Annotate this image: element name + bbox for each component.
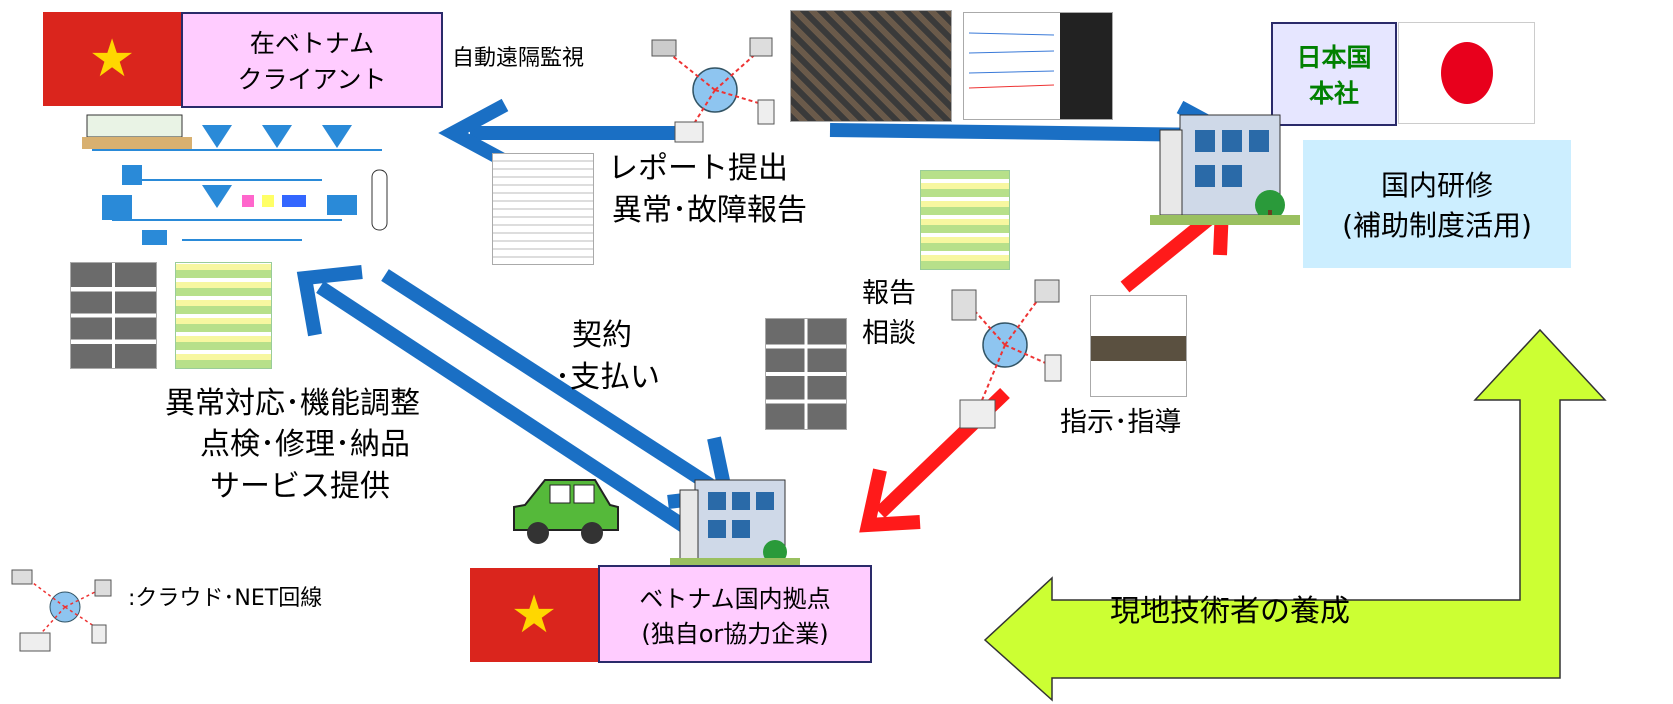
- star-icon: ★: [88, 29, 136, 89]
- label-remote-monitoring: 自動遠隔監視: [452, 46, 585, 71]
- jp-hq-box: 日本国 本社: [1271, 22, 1397, 126]
- arrow-local-training: [983, 328, 1607, 702]
- vn-base-line2: (独自or協力企業): [641, 620, 829, 648]
- report-document: [492, 153, 594, 265]
- plant-flow-diagram: [82, 110, 402, 260]
- sun-disc: [1440, 42, 1493, 104]
- star-icon: ★: [510, 585, 558, 645]
- vn-base-box: ベトナム国内拠点 (独自or協力企業): [598, 565, 872, 663]
- label-payment: ･支払い: [555, 360, 660, 395]
- building-icon: [670, 479, 800, 568]
- vn-client-line1: 在ベトナム: [249, 29, 375, 58]
- vietnam-flag: ★: [43, 12, 181, 106]
- label-service1: 異常対応･機能調整: [165, 386, 420, 421]
- training-box: 国内研修 (補助制度活用): [1303, 140, 1571, 268]
- report-document: [920, 170, 1010, 270]
- legend-label: :クラウド･NET回線: [128, 586, 323, 611]
- network-cloud-icon: [951, 279, 1062, 429]
- arrow-remote-to-client: [438, 98, 690, 168]
- vn-client-box: 在ベトナム クライアント: [181, 12, 443, 108]
- vn-client-line2: クライアント: [237, 65, 387, 94]
- photo-thumbnail: [70, 262, 157, 369]
- report-document: [175, 262, 272, 369]
- label-service3: サービス提供: [210, 469, 390, 504]
- instruction-photo: [1090, 295, 1187, 397]
- building-icon: [1150, 114, 1300, 225]
- vn-base-line1: ベトナム国内拠点: [639, 585, 831, 613]
- monitor-photo: [790, 10, 952, 122]
- arrow-base-to-client: [296, 265, 709, 546]
- network-cloud-icon: [651, 37, 775, 143]
- label-report-submit: レポート提出: [608, 151, 788, 186]
- label-report: 報告: [862, 278, 916, 309]
- car-icon: [513, 479, 619, 544]
- label-local-training: 現地技術者の養成: [1110, 594, 1350, 629]
- network-cloud-icon: [11, 569, 112, 652]
- monitor-screen: [963, 12, 1113, 120]
- training-line2: (補助制度活用): [1342, 209, 1532, 242]
- training-line1: 国内研修: [1380, 169, 1493, 202]
- label-service2: 点検･修理･納品: [200, 427, 410, 462]
- photo-thumbnail: [765, 318, 847, 430]
- japan-flag: [1398, 22, 1535, 124]
- jp-hq-line1: 日本国: [1296, 43, 1372, 72]
- vietnam-flag: ★: [470, 568, 598, 662]
- label-fault-report: 異常･故障報告: [612, 193, 807, 228]
- label-contract: 契約: [572, 318, 632, 353]
- label-instruction: 指示･指導: [1060, 407, 1182, 438]
- jp-hq-line2: 本社: [1308, 79, 1359, 108]
- label-consult: 相談: [862, 318, 916, 349]
